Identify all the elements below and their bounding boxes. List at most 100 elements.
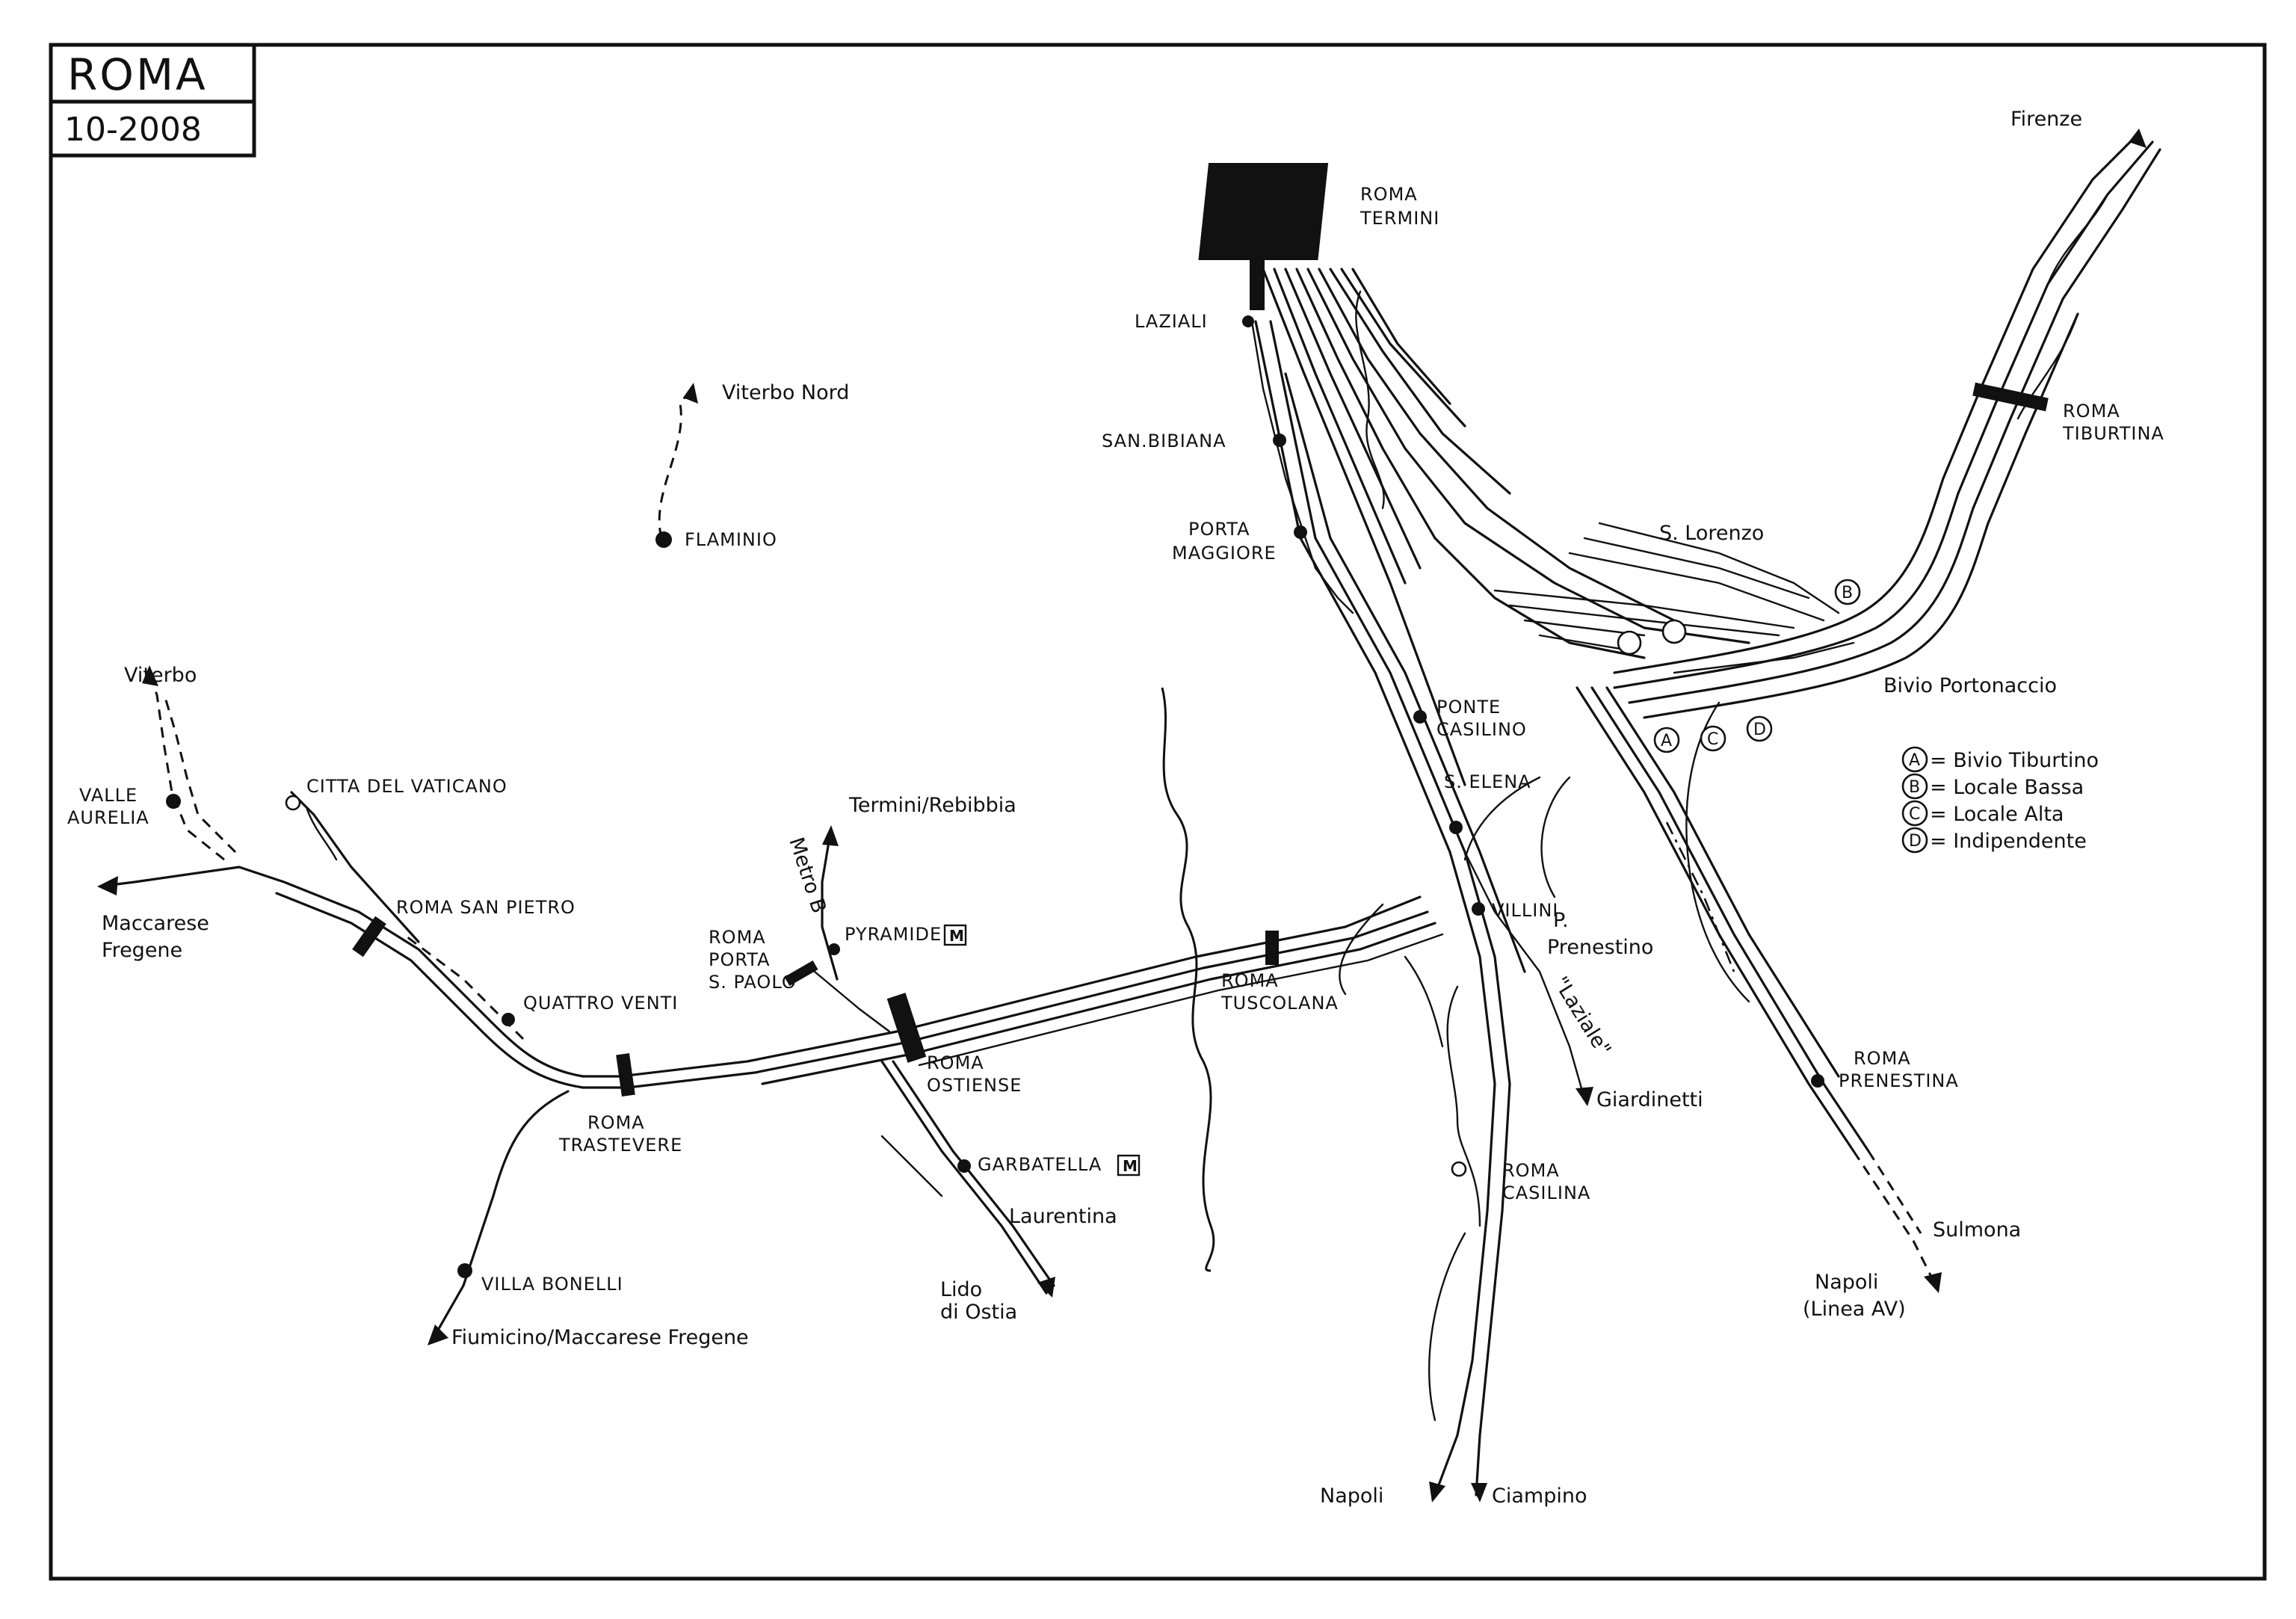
dest-ciampino: Ciampino (1492, 1484, 1587, 1508)
label-porta-maggiore-1: PORTA (1188, 519, 1250, 540)
junction-marker-b: B (1842, 584, 1853, 602)
label-pyramide: PYRAMIDE (845, 924, 942, 945)
label-tiburtina-2: TIBURTINA (2062, 423, 2164, 444)
label-ostiense-1: ROMA (927, 1052, 984, 1073)
roma-prenestina-stop-icon (1811, 1074, 1824, 1088)
label-san-bibiana: SAN.BIBIANA (1102, 431, 1226, 451)
label-laziali: LAZIALI (1135, 311, 1208, 332)
label-villa-bonelli: VILLA BONELLI (481, 1274, 623, 1295)
legend-key-b: B (1909, 778, 1920, 797)
label-vaticano: CITTA DEL VATICANO (306, 776, 507, 797)
arrow-viterbo-nord-icon (683, 383, 698, 404)
map-title: ROMA (67, 49, 208, 100)
label-garbatella: GARBATELLA (978, 1154, 1102, 1175)
roma-trastevere-platform (616, 1053, 635, 1097)
dest-fiumicino: Fiumicino/Maccarese Fregene (451, 1326, 749, 1349)
label-tiburtina-1: ROMA (2063, 401, 2120, 422)
arrow-fiumicino-icon (428, 1325, 448, 1345)
dest-viterbo: Viterbo (124, 664, 197, 687)
ring-west (581, 776, 1571, 1089)
s-elena-stop-icon (1449, 821, 1463, 834)
arrow-firenze-icon (2129, 129, 2147, 148)
pyramide-stop-icon (828, 943, 840, 955)
dest-lido-1: Lido (940, 1278, 982, 1301)
arrow-ciampino-icon (1471, 1483, 1487, 1502)
label-san-pietro: ROMA SAN PIETRO (396, 897, 575, 918)
label-quattro-venti: QUATTRO VENTI (523, 993, 678, 1014)
legend-label-b: = Locale Bassa (1930, 776, 2084, 799)
title-box: ROMA 10-2008 (49, 43, 256, 158)
dest-p-prenestino-2: Prenestino (1547, 936, 1653, 959)
prenestina-line (1576, 686, 1937, 1286)
arrow-lido-icon (1037, 1277, 1055, 1298)
label-tuscolana-2: TUSCOLANA (1220, 993, 1339, 1014)
label-trastevere-2: TRASTEVERE (558, 1135, 682, 1156)
label-casilina-1: ROMA (1502, 1160, 1560, 1181)
label-prenestina-2: PRENESTINA (1839, 1070, 1959, 1091)
label-valle-aurelia-1: VALLE (79, 785, 138, 806)
laziali-stop-icon (1242, 315, 1254, 327)
dest-p-prenestino-1: P. (1553, 909, 1569, 932)
garbatella-stop-icon (957, 1159, 971, 1173)
label-ponte-casilino-2: CASILINO (1436, 719, 1527, 740)
dest-napoli-av-2: (Linea AV) (1803, 1298, 1906, 1321)
ponte-casilino-stop-icon (1413, 710, 1427, 724)
villini-stop-icon (1472, 902, 1485, 916)
label-trastevere-1: ROMA (587, 1112, 645, 1133)
destination-labels: Firenze Viterbo Nord Viterbo Maccarese F… (102, 108, 2082, 1508)
flaminio-stop-icon (655, 531, 672, 548)
label-valle-aurelia-2: AURELIA (67, 807, 149, 828)
dest-maccarese-1: Maccarese (102, 912, 209, 935)
junction-marker-d: D (1753, 721, 1766, 739)
termini-throat (1262, 268, 1750, 786)
legend-label-a: = Bivio Tiburtino (1930, 749, 2099, 772)
river-tevere (1161, 687, 1215, 1272)
junction-marker-c: C (1707, 730, 1718, 749)
roma-san-pietro-platform (352, 916, 386, 957)
arrow-viterbo-icon (142, 665, 158, 686)
laziali-platform (1250, 258, 1265, 310)
legend-label-d: = Indipendente (1930, 830, 2087, 853)
arrowheads (97, 129, 2147, 1502)
svg-text:M: M (1123, 1157, 1138, 1175)
label-casilina-2: CASILINA (1502, 1182, 1590, 1203)
label-porta-maggiore-2: MAGGIORE (1172, 543, 1277, 564)
legend-label-c: = Locale Alta (1930, 803, 2064, 826)
vaticano-stop-icon (285, 795, 301, 811)
arrow-giardinetti-icon (1576, 1087, 1593, 1106)
label-porta-s-paolo-1: ROMA (709, 927, 766, 948)
map-frame (49, 43, 2267, 1581)
laziali-line (1250, 320, 1354, 614)
label-prenestina-1: ROMA (1854, 1048, 1911, 1069)
dest-napoli-av-1: Napoli (1815, 1271, 1878, 1294)
trunk-south (1254, 320, 1526, 1496)
roma-termini-building (1198, 163, 1329, 260)
valle-aurelia-stop-icon (166, 794, 181, 809)
legend-key-c: C (1909, 805, 1920, 824)
arrow-sulmona-icon (1924, 1272, 1942, 1293)
junction-marker-a: A (1661, 732, 1672, 750)
legend-key-d: D (1909, 832, 1922, 851)
arrow-maccarese-icon (97, 876, 118, 895)
viterbo-nord-line (658, 388, 693, 539)
label-termini-1: ROMA (1360, 184, 1418, 205)
arrow-napoli-icon (1429, 1481, 1445, 1502)
tiburtina-line (1613, 133, 2161, 719)
s-lorenzo-yard (1493, 522, 1855, 674)
label-porta-s-paolo-2: PORTA (709, 949, 771, 970)
roma-porta-s-paolo-platform (784, 960, 818, 987)
casilina-stop-icon (1451, 1161, 1467, 1177)
roma-tiburtina-platform (1972, 382, 2049, 412)
dest-sulmona: Sulmona (1933, 1218, 2021, 1242)
label-flaminio: FLAMINIO (685, 529, 777, 550)
roma-tuscolana-platform (1265, 931, 1279, 965)
quattro-venti-stop-icon (502, 1013, 515, 1026)
label-ponte-casilino-1: PONTE (1436, 697, 1501, 718)
legend-key-a: A (1909, 751, 1920, 770)
junction-markers: B A C D (1653, 579, 1861, 753)
dest-laziale: "Laziale" (1549, 972, 1615, 1060)
map-date: 10-2008 (64, 111, 202, 149)
station-labels: ROMA TERMINI LAZIALI SAN.BIBIANA PORTA M… (67, 184, 2164, 1295)
label-bivio-portonaccio: Bivio Portonaccio (1883, 674, 2057, 697)
